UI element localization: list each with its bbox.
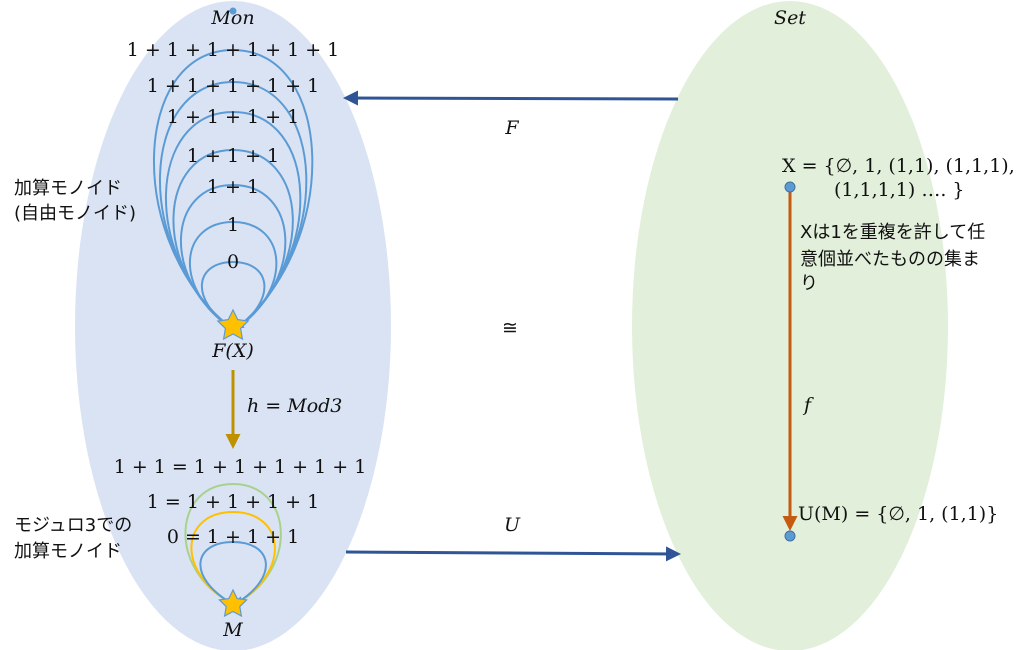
x-description-line2: 意個並べたものの集ま bbox=[800, 249, 980, 270]
free-monoid-title-line1: 加算モノイド bbox=[14, 178, 122, 199]
mon-top-point bbox=[229, 7, 237, 15]
loop-0 bbox=[201, 260, 266, 329]
mod3-loop-blue bbox=[199, 540, 267, 604]
mod3-loop-yellow bbox=[190, 510, 276, 604]
free-functor-arrow bbox=[343, 90, 679, 106]
map-f-label: f bbox=[802, 394, 814, 416]
loop-6 bbox=[152, 48, 314, 330]
mod3-monoid-star-icon bbox=[218, 588, 248, 618]
mon-category-label: Mon bbox=[210, 7, 254, 29]
mod3-label-0: 0 = 1 + 1 + 1 bbox=[167, 526, 299, 548]
um-point bbox=[784, 530, 796, 542]
loop-label-2: 1 + 1 bbox=[207, 176, 259, 198]
loop-label-3: 1 + 1 + 1 bbox=[187, 145, 279, 167]
set-category-label: Set bbox=[774, 7, 806, 29]
loop-1 bbox=[189, 220, 278, 329]
loop-label-4: 1 + 1 + 1 + 1 bbox=[167, 106, 299, 128]
x-description-line1: Xは1を重複を許して任 bbox=[800, 222, 985, 243]
um-definition: U(M) = {∅, 1, (1,1)} bbox=[798, 503, 998, 525]
mod3-labels: 1 + 1 = 1 + 1 + 1 + 1 + 1 1 = 1 + 1 + 1 … bbox=[114, 456, 367, 548]
free-monoid-loops bbox=[152, 48, 314, 330]
x-definition-line2: (1,1,1,1) …. } bbox=[834, 179, 965, 201]
loop-1p1p1 bbox=[172, 148, 294, 329]
forgetful-functor-arrow bbox=[345, 546, 681, 562]
loop-4 bbox=[164, 110, 302, 329]
mod3-label-1: 1 = 1 + 1 + 1 + 1 bbox=[147, 491, 319, 513]
loop-1p1 bbox=[180, 183, 287, 329]
mod3-loop-green bbox=[184, 482, 282, 604]
free-monoid-loop-labels: 1 + 1 + 1 + 1 + 1 + 1 1 + 1 + 1 + 1 + 1 … bbox=[127, 39, 340, 273]
x-point bbox=[784, 181, 796, 193]
free-monoid-title-line2: (自由モノイド) bbox=[14, 203, 136, 224]
loop-label-1: 1 bbox=[227, 214, 239, 236]
x-description-line3: り bbox=[800, 273, 818, 294]
mod3-monoid-label: M bbox=[222, 619, 243, 641]
free-functor-label: F bbox=[504, 117, 519, 139]
iso-symbol: ≅ bbox=[502, 317, 518, 339]
loop-label-6: 1 + 1 + 1 + 1 + 1 + 1 bbox=[127, 39, 340, 61]
x-definition-line1: X = {∅, 1, (1,1), (1,1,1), bbox=[782, 155, 1015, 177]
loop-label-0: 0 bbox=[227, 251, 239, 273]
free-monoid-label: F(X) bbox=[211, 340, 254, 362]
loop-5 bbox=[159, 80, 308, 330]
free-monoid-star-icon bbox=[216, 308, 250, 341]
mod3-loops bbox=[184, 482, 282, 604]
hom-label: h = Mod3 bbox=[247, 395, 342, 417]
mod3-title-line1: モジュロ3での bbox=[14, 515, 132, 536]
forgetful-functor-label: U bbox=[504, 514, 521, 536]
mod3-label-2: 1 + 1 = 1 + 1 + 1 + 1 + 1 bbox=[114, 456, 367, 478]
mod3-title-line2: 加算モノイド bbox=[14, 541, 122, 562]
loop-label-5: 1 + 1 + 1 + 1 + 1 bbox=[147, 75, 319, 97]
